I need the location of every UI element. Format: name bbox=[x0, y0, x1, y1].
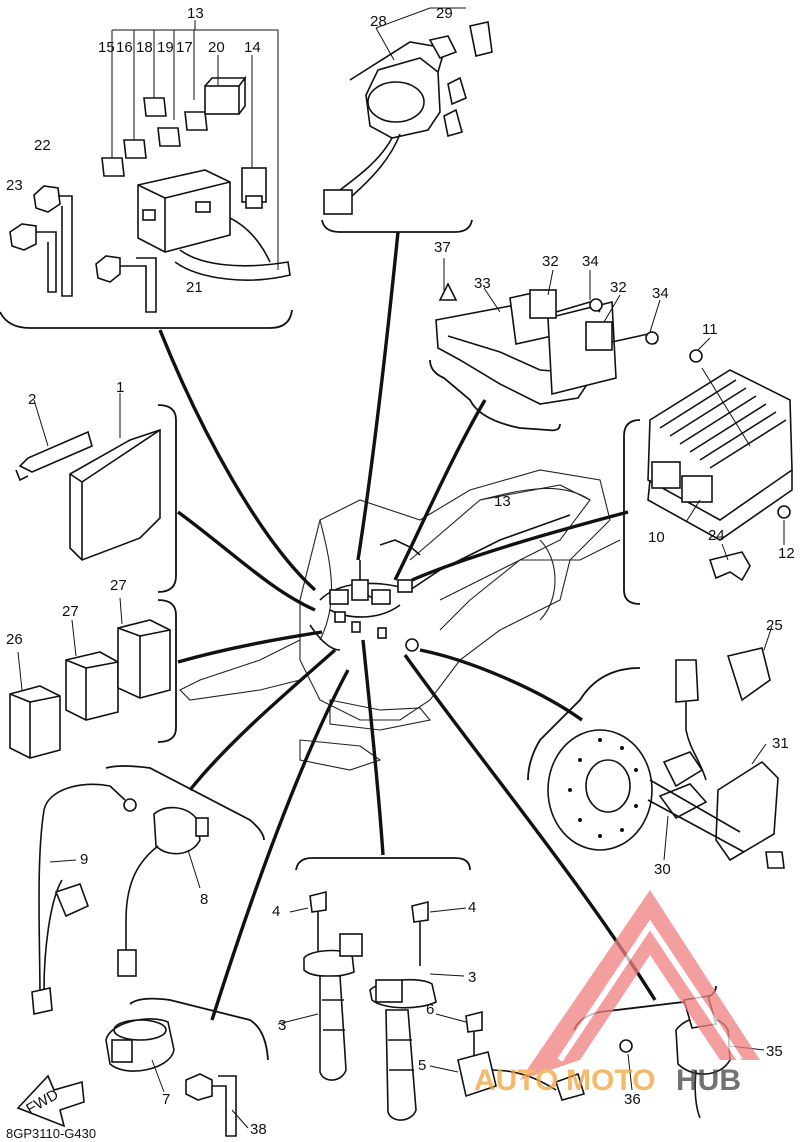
fuse-box-assembly bbox=[9, 20, 291, 313]
part-label-8: 8 bbox=[200, 891, 208, 908]
part-label-14: 14 bbox=[244, 39, 261, 56]
part-label-26: 26 bbox=[6, 631, 23, 648]
part-label-1: 1 bbox=[116, 379, 124, 396]
part-label-25: 25 bbox=[766, 617, 783, 634]
part-label-23: 23 bbox=[6, 177, 23, 194]
part-label-30: 30 bbox=[654, 861, 671, 878]
bracket-group-26 bbox=[157, 599, 177, 743]
part-label-16: 16 bbox=[116, 39, 133, 56]
part-label-19: 19 bbox=[157, 39, 174, 56]
bracket-group-33 bbox=[429, 359, 561, 432]
bracket-group-8 bbox=[105, 765, 265, 841]
part-label-27: 27 bbox=[110, 577, 127, 594]
part-label-32: 32 bbox=[542, 253, 559, 270]
fwd-arrow-icon bbox=[16, 1074, 85, 1128]
part-label-13b: 13 bbox=[494, 493, 511, 510]
part-label-32b: 32 bbox=[610, 279, 627, 296]
bracket-group-10 bbox=[623, 419, 641, 605]
wheel-sensor-assembly bbox=[547, 625, 785, 869]
part-label-31: 31 bbox=[772, 735, 789, 752]
part-label-24: 24 bbox=[708, 527, 725, 544]
part-label-27b: 27 bbox=[62, 603, 79, 620]
part-label-13: 13 bbox=[187, 5, 204, 22]
ignition-switch-assembly bbox=[323, 7, 493, 215]
part-label-12: 12 bbox=[778, 545, 795, 562]
part-label-36: 36 bbox=[624, 1091, 641, 1108]
part-label-28: 28 bbox=[370, 13, 387, 30]
wire-harness-center bbox=[309, 514, 571, 652]
relay-group bbox=[9, 597, 171, 759]
ignition-coil-group bbox=[277, 890, 586, 1121]
part-label-34: 34 bbox=[582, 253, 599, 270]
bracket-group-1 bbox=[157, 404, 177, 593]
sensor-group-7-38 bbox=[105, 1018, 249, 1137]
part-label-17: 17 bbox=[176, 39, 193, 56]
bracket-group-3 bbox=[295, 857, 471, 871]
part-label-3: 3 bbox=[468, 969, 476, 986]
ecu-assembly bbox=[15, 393, 161, 561]
part-label-18: 18 bbox=[136, 39, 153, 56]
part-label-3b: 3 bbox=[278, 1017, 286, 1034]
part-label-20: 20 bbox=[208, 39, 225, 56]
connector-lines bbox=[158, 231, 657, 1021]
part-label-6: 6 bbox=[426, 1001, 434, 1018]
watermark-text-moto: MOTO bbox=[566, 1064, 655, 1097]
relay-bracket-assembly bbox=[435, 258, 661, 405]
part-label-9: 9 bbox=[80, 851, 88, 868]
part-label-7: 7 bbox=[162, 1091, 170, 1108]
part-label-15: 15 bbox=[98, 39, 115, 56]
sensor-group-8-9 bbox=[31, 783, 209, 1015]
part-label-22: 22 bbox=[34, 137, 51, 154]
watermark-text-hub: HUB bbox=[676, 1064, 741, 1097]
part-label-4b: 4 bbox=[468, 899, 476, 916]
part-label-34b: 34 bbox=[652, 285, 669, 302]
part-label-5: 5 bbox=[418, 1057, 426, 1074]
bracket-group-7 bbox=[129, 997, 269, 1061]
bracket-group-13 bbox=[0, 309, 293, 329]
part-label-35: 35 bbox=[766, 1043, 783, 1060]
motorcycle-frame-outline bbox=[179, 469, 621, 771]
part-label-10: 10 bbox=[648, 529, 665, 546]
part-label-4: 4 bbox=[272, 903, 280, 920]
part-label-33: 33 bbox=[474, 275, 491, 292]
part-label-29: 29 bbox=[436, 5, 453, 22]
bracket-group-28 bbox=[321, 219, 473, 233]
part-label-21: 21 bbox=[186, 279, 203, 296]
part-label-37: 37 bbox=[434, 239, 451, 256]
part-label-38: 38 bbox=[250, 1121, 267, 1138]
watermark-logo-icon bbox=[520, 890, 760, 1080]
diagram-code: 8GP3110-G430 bbox=[6, 1126, 96, 1141]
watermark-text-auto: AUTO bbox=[474, 1064, 558, 1097]
rectifier-regulator-assembly bbox=[647, 337, 793, 582]
part-label-11: 11 bbox=[702, 321, 718, 338]
automotohub-watermark: AUTO MOTO HUB bbox=[474, 890, 760, 1097]
bracket-group-30 bbox=[527, 667, 641, 781]
part-label-2: 2 bbox=[28, 391, 36, 408]
